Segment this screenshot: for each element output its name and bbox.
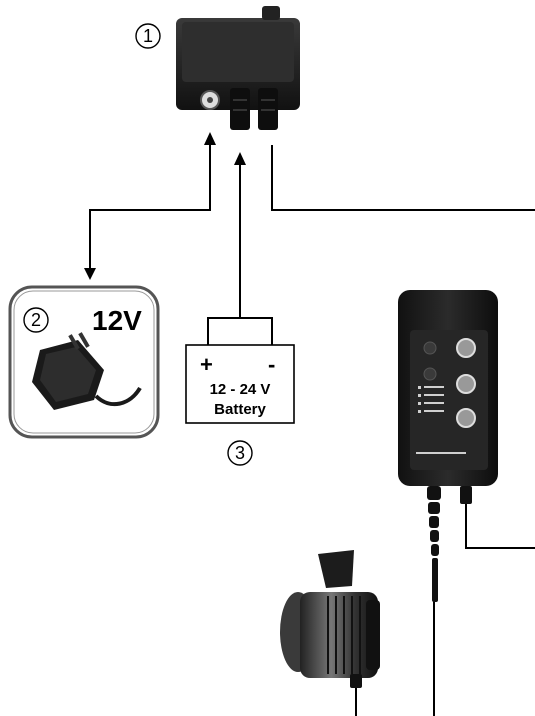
marker-1: 1 xyxy=(135,23,161,49)
battery-name-label: Battery xyxy=(214,401,266,418)
arrow-up-icon xyxy=(234,152,246,165)
knob-2-icon xyxy=(456,374,476,394)
marker-2-label: 2 xyxy=(31,310,41,330)
battery-lead-wire xyxy=(207,317,273,345)
wires xyxy=(89,145,535,716)
knob-1-icon xyxy=(456,338,476,358)
knob-3-icon xyxy=(456,408,476,428)
marker-1-label: 1 xyxy=(143,26,153,46)
controller-output-wire xyxy=(465,500,535,549)
battery-plus-label: + xyxy=(200,352,213,377)
controller-cable-boot xyxy=(427,486,441,602)
plug-adapter-icon xyxy=(32,332,142,410)
controller-wire xyxy=(271,145,535,211)
junction-box xyxy=(176,6,300,130)
battery-voltage-label: 12 - 24 V xyxy=(210,381,271,398)
arrow-down-icon xyxy=(84,268,96,280)
battery-minus-label: - xyxy=(268,352,275,377)
pump-unit xyxy=(280,550,380,688)
power-adapter-panel: 2 12V xyxy=(8,285,160,439)
marker-3: 3 xyxy=(227,440,253,466)
arrow-up-icon xyxy=(204,132,216,145)
battery-symbol: + - 12 - 24 V Battery xyxy=(185,344,295,424)
marker-2 xyxy=(23,307,49,333)
controller-unit xyxy=(398,290,498,602)
marker-3-label: 3 xyxy=(235,443,245,463)
adapter-voltage-label: 12V xyxy=(92,305,142,336)
adapter-wire xyxy=(89,145,211,270)
